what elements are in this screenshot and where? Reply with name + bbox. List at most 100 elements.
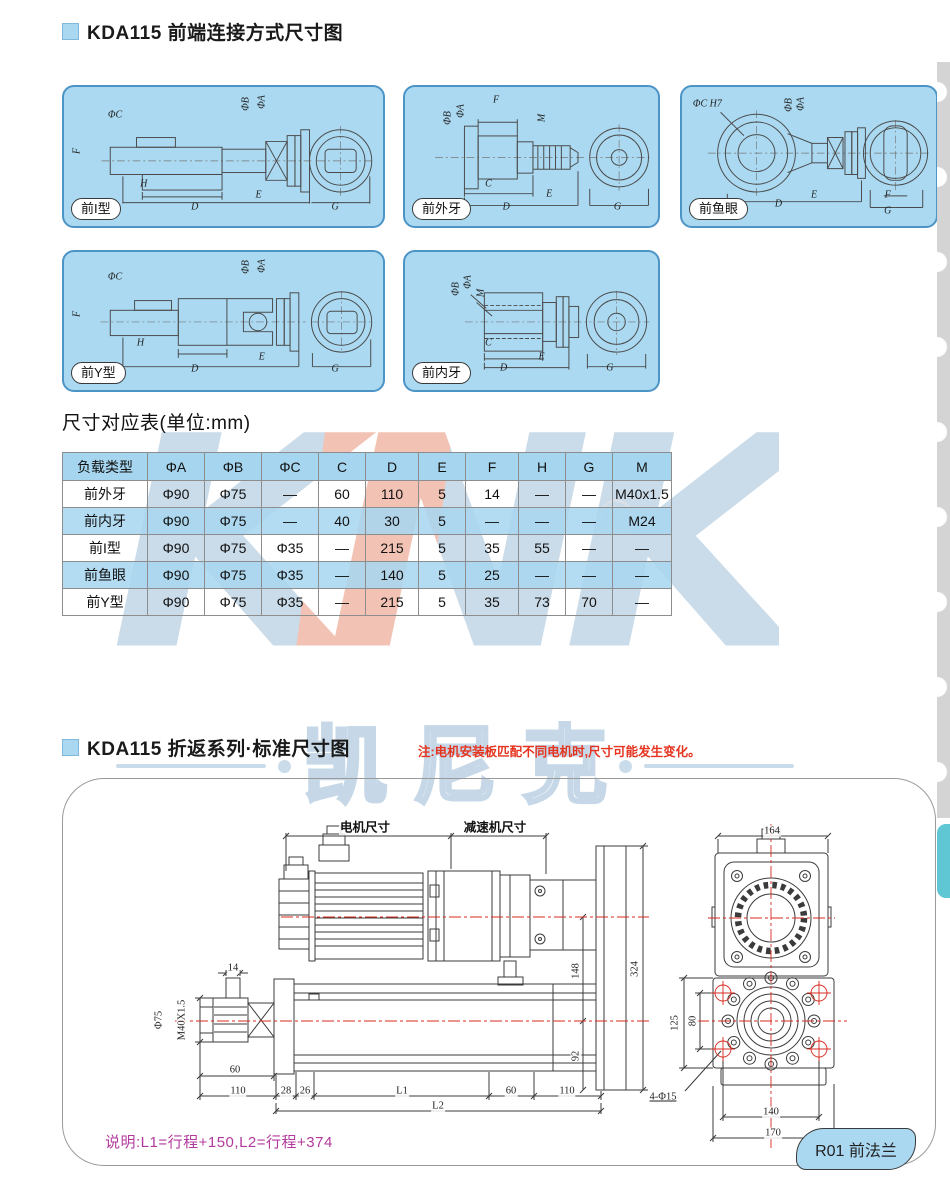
column-header: ΦA bbox=[147, 452, 205, 481]
dimension-cell: 110 bbox=[365, 480, 419, 508]
dim-letter-label: ΦA bbox=[256, 95, 268, 110]
dimension-cell: Φ75 bbox=[204, 588, 262, 616]
panel-label: 前鱼眼 bbox=[689, 198, 749, 220]
column-header: D bbox=[365, 452, 419, 481]
dimension-cell: — bbox=[465, 507, 519, 535]
panel-label: 前内牙 bbox=[412, 362, 472, 384]
dimension-cell: 35 bbox=[465, 588, 519, 616]
drawing-dim-label: 60 bbox=[504, 1085, 518, 1097]
dimension-cell: — bbox=[318, 561, 366, 589]
knk-chinese-text: 凯尼克 bbox=[301, 719, 633, 813]
column-header: F bbox=[465, 452, 519, 481]
dim-letter-label: ΦB bbox=[240, 260, 252, 275]
column-header: M bbox=[612, 452, 672, 481]
dim-letter-label: E bbox=[546, 188, 553, 200]
cad-sketch-front-i bbox=[101, 125, 374, 204]
drawing-dim-label: Φ75 bbox=[153, 1009, 165, 1031]
drawing-dim-label: L2 bbox=[431, 1100, 445, 1112]
load-type-cell: 前外牙 bbox=[62, 480, 148, 508]
dim-letter-label: C bbox=[485, 178, 492, 190]
dimension-cell: Φ75 bbox=[204, 480, 262, 508]
load-type-cell: 前Y型 bbox=[62, 588, 148, 616]
dimension-cell: 55 bbox=[518, 534, 566, 562]
dimension-cell: 40 bbox=[318, 507, 366, 535]
dim-letter-label: G bbox=[884, 205, 892, 217]
drawing-dim-label: 164 bbox=[763, 825, 781, 837]
dim-letter-label: D bbox=[191, 363, 199, 375]
dim-letter-label: F bbox=[71, 147, 83, 154]
dimension-cell: — bbox=[565, 561, 613, 589]
drawing-dim-label: 170 bbox=[764, 1127, 782, 1139]
dim-letter-label: ΦC bbox=[107, 109, 123, 121]
dimension-cell: 5 bbox=[418, 480, 466, 508]
dim-letter-label: G bbox=[331, 363, 339, 375]
column-header: ΦC bbox=[261, 452, 319, 481]
section-bullet-icon bbox=[62, 739, 79, 756]
dim-letter-label: D bbox=[502, 201, 510, 213]
section2-title: KDA115 折返系列·标准尺寸图 bbox=[87, 739, 350, 760]
watermark-dot-left bbox=[277, 759, 291, 773]
dim-letter-label: E bbox=[258, 351, 265, 363]
watermark-line-right bbox=[644, 764, 794, 768]
dimension-cell: Φ75 bbox=[204, 507, 262, 535]
dimension-cell: 73 bbox=[518, 588, 566, 616]
dimension-cell: Φ90 bbox=[147, 480, 205, 508]
drawing-dim-label: M40X1.5 bbox=[176, 998, 188, 1042]
drawing-dim-label: 125 bbox=[669, 1014, 681, 1032]
drawing-dim-label: 80 bbox=[687, 1014, 699, 1028]
knk-chinese-row: 凯尼克 bbox=[85, 719, 825, 813]
dimension-cell: 5 bbox=[418, 534, 466, 562]
dimension-cell: — bbox=[518, 561, 566, 589]
section2-header: KDA115 折返系列·标准尺寸图 bbox=[62, 734, 350, 761]
load-type-cell: 前鱼眼 bbox=[62, 561, 148, 589]
dimension-cell: Φ75 bbox=[204, 561, 262, 589]
dimension-cell: — bbox=[261, 480, 319, 508]
dim-letter-label: ΦA bbox=[256, 258, 268, 273]
dim-letter-label: G bbox=[606, 362, 614, 374]
dimension-cell: 30 bbox=[365, 507, 419, 535]
dimension-cell: 215 bbox=[365, 588, 419, 616]
dimension-cell: Φ35 bbox=[261, 534, 319, 562]
drawing-dim-label: 电机尺寸 bbox=[338, 816, 392, 836]
dimension-cell: Φ90 bbox=[147, 507, 205, 535]
panel-label: 前I型 bbox=[71, 198, 121, 220]
dimension-cell: — bbox=[318, 588, 366, 616]
dimension-cell: 70 bbox=[565, 588, 613, 616]
drawing-dim-label: 26 bbox=[298, 1085, 312, 1097]
dimension-cell: — bbox=[565, 480, 613, 508]
dim-letter-label: D bbox=[191, 201, 199, 213]
dim-letter-label: M bbox=[536, 113, 548, 122]
column-header: ΦB bbox=[204, 452, 262, 481]
dim-letter-label: D bbox=[774, 198, 783, 210]
dimension-cell: — bbox=[261, 507, 319, 535]
drawing-dim-label: L1 bbox=[395, 1085, 409, 1097]
dimension-cell: 35 bbox=[465, 534, 519, 562]
panel-label: 前外牙 bbox=[412, 198, 472, 220]
column-header: E bbox=[418, 452, 466, 481]
dimension-cell: Φ90 bbox=[147, 534, 205, 562]
dim-letter-label: ΦB bbox=[442, 110, 454, 125]
dimension-cell: — bbox=[318, 534, 366, 562]
dimension-cell: M40x1.5 bbox=[612, 480, 672, 508]
dimension-cell: — bbox=[565, 534, 613, 562]
dim-letter-label: ΦB bbox=[240, 96, 252, 111]
dimension-cell: — bbox=[612, 561, 672, 589]
drawing-dim-label: 4-Φ15 bbox=[648, 1091, 678, 1103]
dimension-cell: Φ35 bbox=[261, 588, 319, 616]
dim-letter-label: ΦB bbox=[783, 98, 795, 112]
dimension-cell: — bbox=[565, 507, 613, 535]
cad-sketch-front-fisheye bbox=[707, 110, 929, 209]
drawing-dim-label: 324 bbox=[629, 960, 641, 978]
